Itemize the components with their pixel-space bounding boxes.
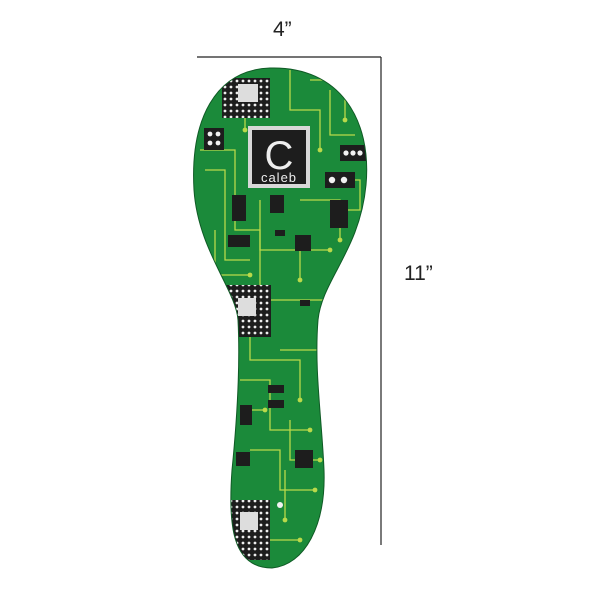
height-dimension-label: 11”	[404, 262, 433, 285]
monogram-letter: C	[265, 134, 294, 178]
monogram-chip	[248, 126, 310, 188]
width-dimension-label: 4”	[273, 18, 292, 41]
monogram-name: caleb	[261, 170, 297, 185]
black-components	[228, 195, 348, 468]
dimension-lines	[197, 56, 382, 545]
spoon-outline	[193, 67, 368, 569]
